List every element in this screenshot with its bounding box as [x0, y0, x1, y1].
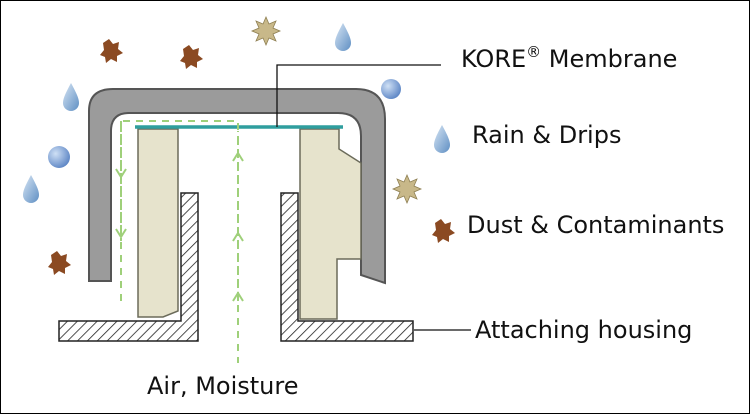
vent-core	[137, 128, 362, 320]
housing-label: Attaching housing	[475, 316, 692, 344]
air-moisture-label: Air, Moisture	[147, 372, 299, 400]
drop-icon	[23, 175, 39, 203]
drop-icon	[63, 83, 79, 111]
leader-lines	[276, 64, 471, 331]
airflow-arrows	[115, 151, 244, 302]
moisture-ball-icon	[48, 146, 70, 168]
rain-label: Rain & Drips	[472, 121, 621, 149]
vent-cap	[88, 88, 386, 285]
dust-icon	[48, 39, 455, 275]
drop-icon	[335, 23, 351, 51]
attaching-housing	[58, 192, 414, 342]
drop-icon	[434, 125, 450, 153]
membrane-label: KORE® Membrane	[461, 43, 677, 73]
particles	[23, 15, 455, 275]
contaminant-spark-icon	[250, 15, 423, 205]
airflow-paths	[120, 120, 239, 363]
dust-label: Dust & Contaminants	[467, 211, 724, 239]
moisture-ball-icon	[381, 79, 401, 99]
